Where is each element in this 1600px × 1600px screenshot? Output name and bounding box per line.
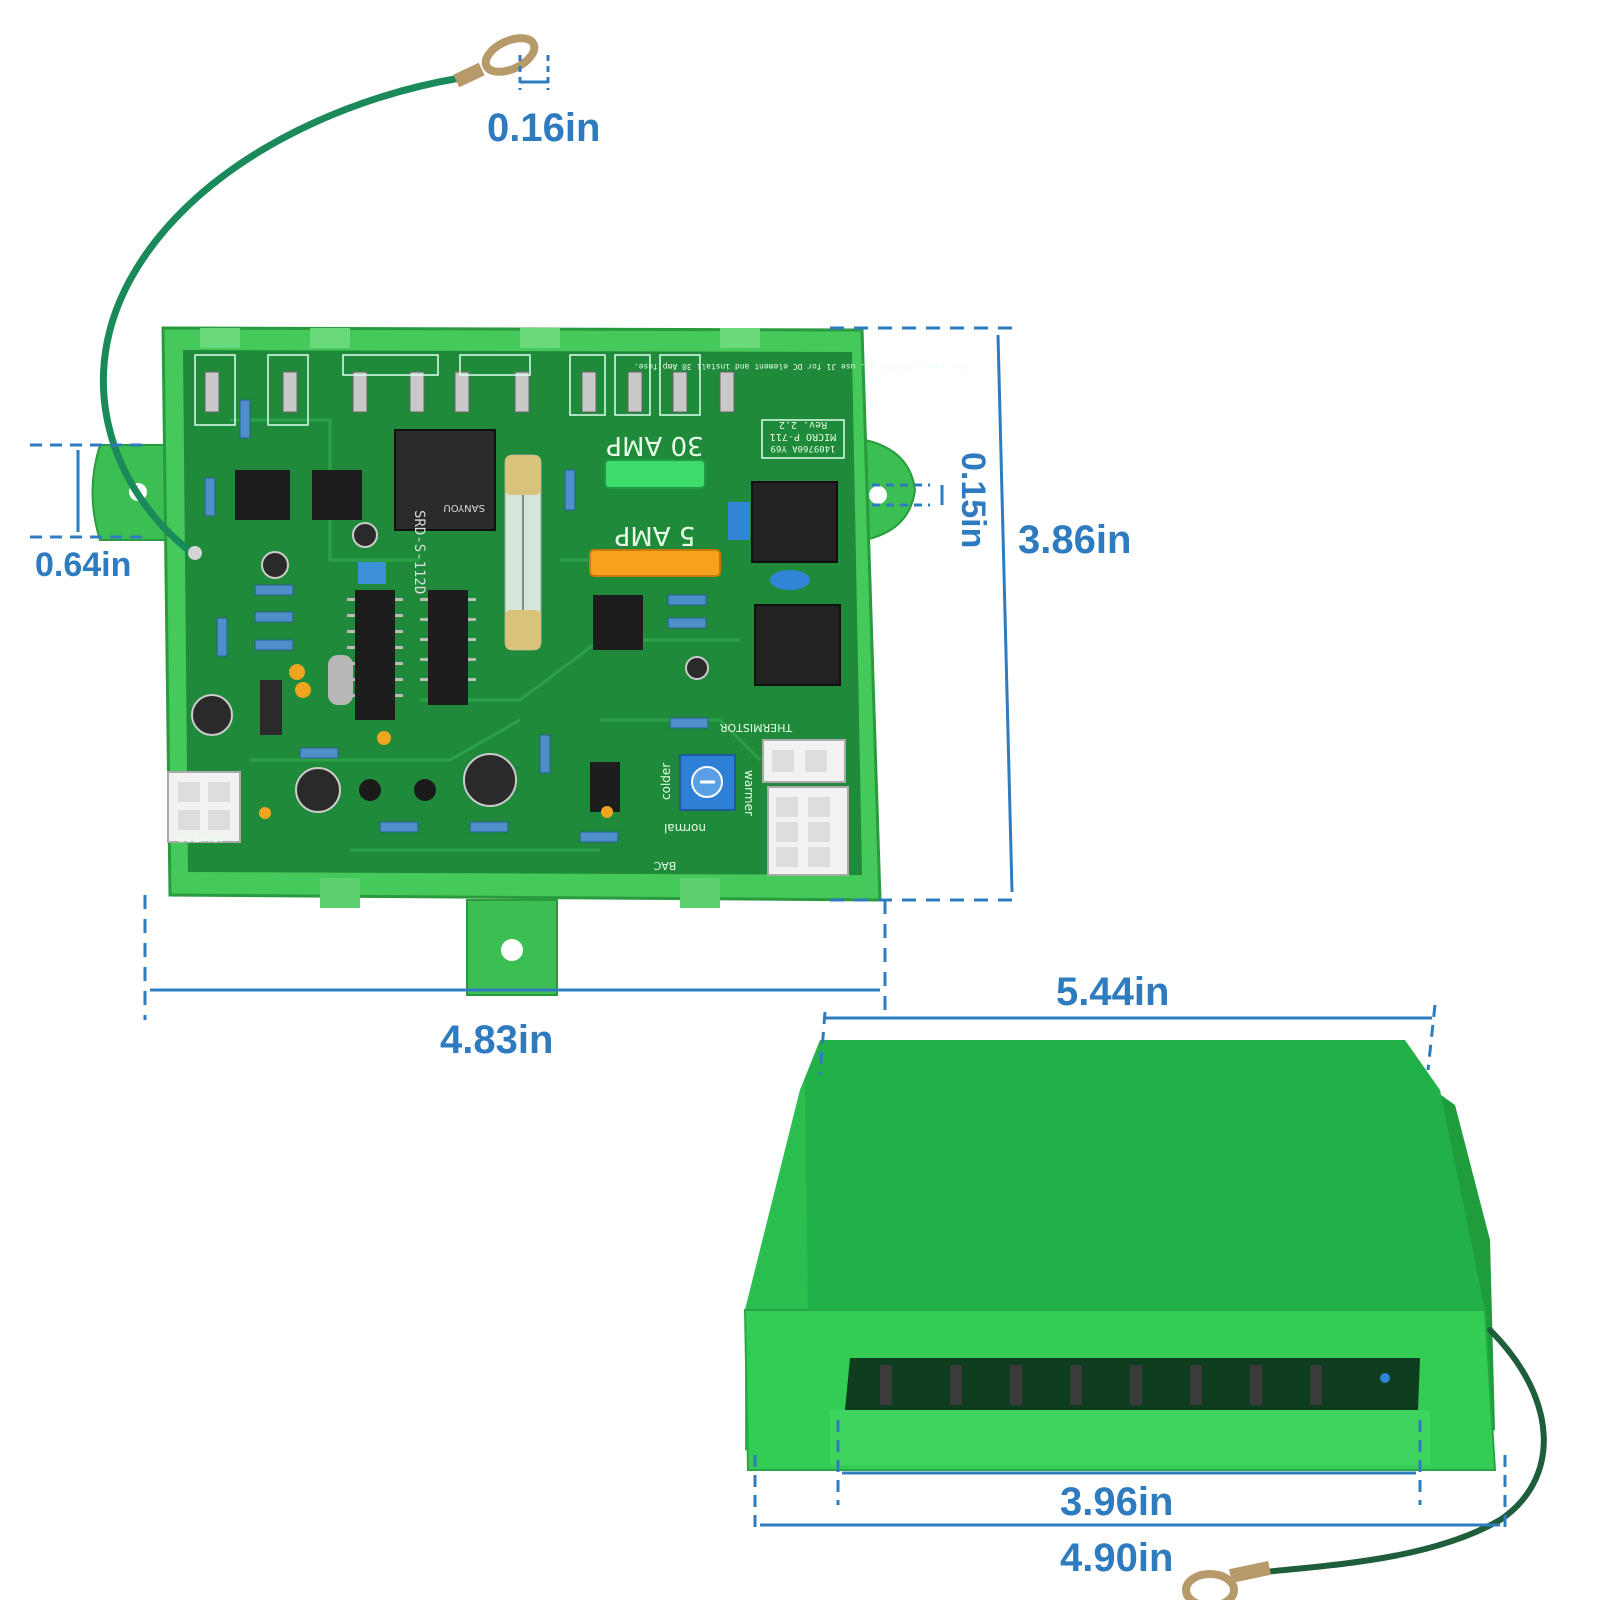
dim-board-width: 4.83in: [440, 1018, 554, 1062]
part-label: 1409760A Y69: [770, 443, 835, 453]
normal-label: normal: [664, 821, 706, 835]
relay-icon: SANYOU SRD-S-112D: [394, 429, 496, 594]
dimension-lines: [30, 55, 1507, 1535]
dim-board-height: 3.86in: [1018, 518, 1132, 562]
note-label: For 3-way (12V DC) op. use J1 for DC ele…: [634, 362, 966, 371]
ignitor-label: IGNITOR: [177, 831, 224, 844]
relay-label: SRD-S-112D: [411, 510, 427, 594]
housing-assembly: [743, 1040, 1547, 1600]
fuse-30-label: 30 AMP: [606, 430, 703, 460]
circuit-board-assembly: SANYOU SRD-S-112D 30 AMP 5 AMP: [91, 34, 966, 996]
warmer-label: warmer: [742, 770, 756, 816]
dim-base-width: 4.90in: [1060, 1536, 1174, 1580]
ring-terminal-icon: [453, 34, 539, 88]
dim-mount-hole: 0.15in: [954, 452, 992, 549]
dim-mount-height: 0.64in: [35, 546, 132, 584]
terminal-row: [204, 371, 735, 413]
dim-housing-width: 5.44in: [1056, 970, 1170, 1014]
thermistor-label: THERMISTOR: [719, 721, 793, 734]
model-label: MICRO P-711: [770, 431, 836, 442]
dim-opening-width: 3.96in: [1060, 1480, 1174, 1524]
potentiometer-icon: [679, 754, 736, 811]
ground-wire-icon: [99, 74, 464, 559]
svg-text:SANYOU: SANYOU: [443, 502, 485, 513]
fuse-icon: [504, 454, 542, 651]
connector-icon: [167, 739, 849, 876]
rev-label: Rev. 2.2: [779, 419, 827, 430]
fuse-5-label: 5 AMP: [615, 520, 696, 550]
dim-ring-terminal: 0.16in: [487, 106, 601, 150]
colder-label: colder: [659, 763, 673, 800]
bac-label: BAC: [653, 859, 676, 872]
